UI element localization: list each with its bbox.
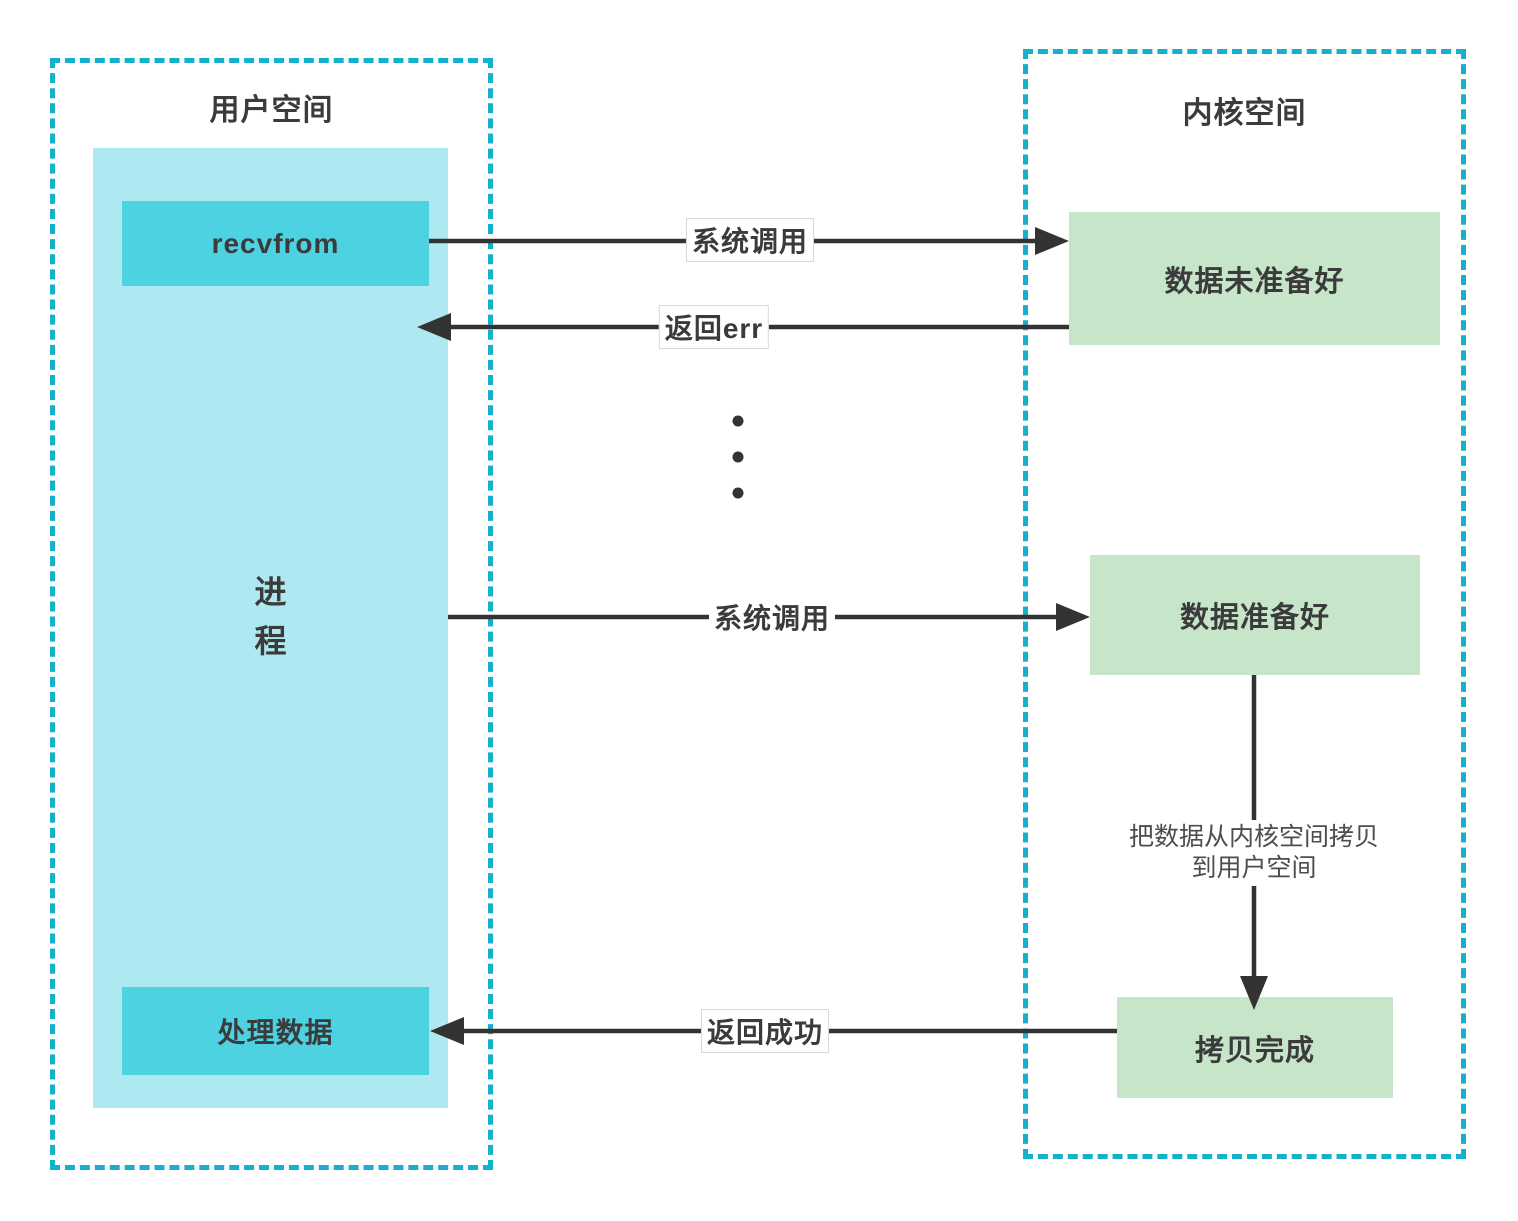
syscall2-label: 系统调用 bbox=[708, 596, 836, 638]
recvfrom-box: recvfrom bbox=[122, 201, 429, 286]
data-not-ready-box: 数据未准备好 bbox=[1069, 212, 1440, 345]
process-label-line1: 进 bbox=[254, 574, 287, 610]
ellipsis-dot-1 bbox=[732, 415, 744, 427]
data-ready-label: 数据准备好 bbox=[1179, 602, 1330, 634]
user-space-title: 用户空间 bbox=[209, 94, 334, 127]
user-space-panel: 用户空间 bbox=[50, 58, 493, 1170]
return-err-label: 返回err bbox=[658, 305, 770, 349]
return-success-label: 返回成功 bbox=[700, 1009, 830, 1053]
data-ready-box: 数据准备好 bbox=[1090, 555, 1420, 675]
copy-note: 把数据从内核空间拷贝 到用户空间 bbox=[1122, 820, 1386, 886]
data-not-ready-label: 数据未准备好 bbox=[1164, 265, 1345, 298]
process-label-line2: 程 bbox=[254, 623, 287, 659]
copy-complete-box: 拷贝完成 bbox=[1117, 997, 1393, 1098]
copy-note-line1: 把数据从内核空间拷贝 bbox=[1128, 823, 1380, 851]
kernel-space-panel: 内核空间 bbox=[1023, 49, 1466, 1159]
copy-note-line2: 到用户空间 bbox=[1191, 854, 1317, 882]
handle-data-box: 处理数据 bbox=[122, 987, 429, 1075]
process-label: 进 程 bbox=[93, 568, 448, 666]
handle-data-label: 处理数据 bbox=[217, 1017, 334, 1048]
syscall1-label: 系统调用 bbox=[685, 218, 815, 262]
kernel-space-title: 内核空间 bbox=[1182, 97, 1307, 130]
copy-complete-label: 拷贝完成 bbox=[1194, 1034, 1315, 1067]
ellipsis-dot-3 bbox=[732, 487, 744, 499]
recvfrom-label: recvfrom bbox=[211, 227, 340, 259]
process-rect bbox=[93, 148, 448, 1108]
ellipsis-dot-2 bbox=[732, 451, 744, 463]
